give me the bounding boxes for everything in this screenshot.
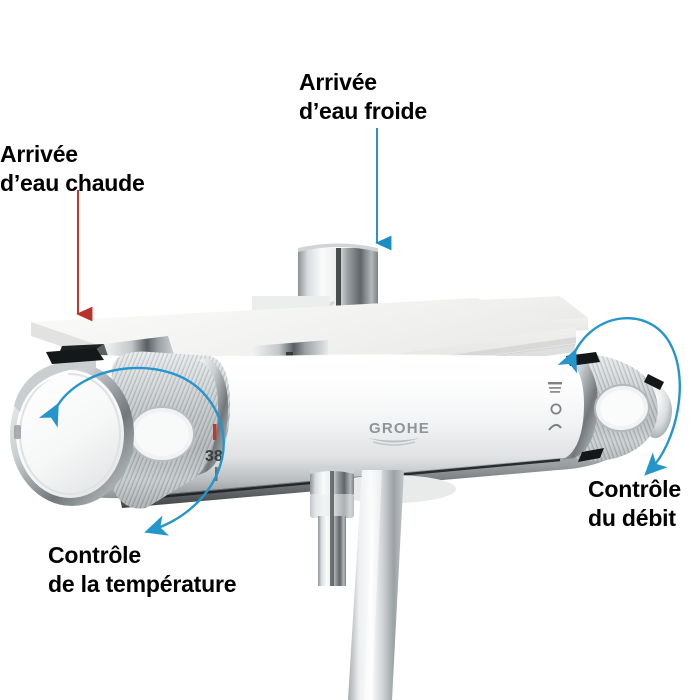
label-hot-water-inlet: Arrivée d’eau chaude (0, 141, 145, 197)
label-flow-control: Contrôle du débit (588, 476, 681, 532)
hose-connector (310, 466, 354, 586)
grohe-logo: GROHE (368, 420, 430, 446)
hose-and-outlet (310, 466, 456, 700)
scale-value-38: 38 (205, 448, 223, 465)
scale-red-tick (213, 424, 217, 440)
scale-grey-tick (215, 467, 218, 481)
label-cold-water-inlet: Arrivée d’eau froide (299, 69, 427, 125)
shower-spray-icon (548, 382, 562, 393)
label-temperature-control: Contrôle de la température (48, 542, 237, 598)
grohe-wordmark: GROHE (369, 420, 430, 437)
